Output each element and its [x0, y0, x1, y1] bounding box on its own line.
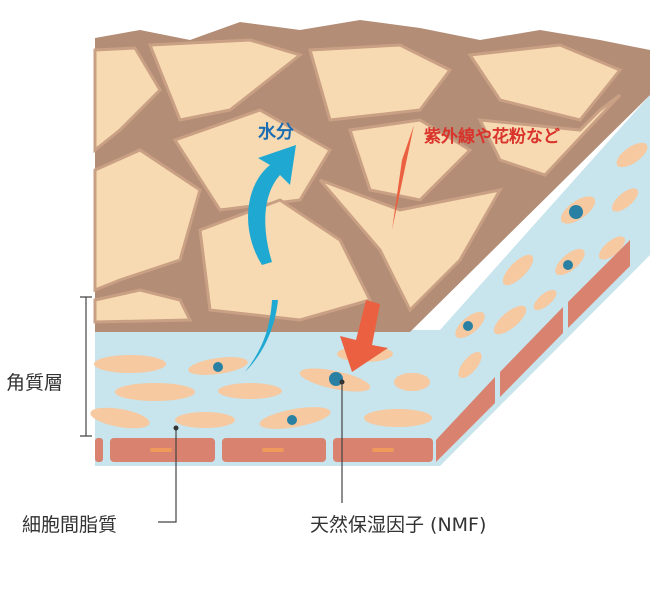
- lipid-leader: [158, 428, 177, 523]
- external-factors-label: 紫外線や花粉など: [424, 127, 560, 147]
- side-bricks: [436, 240, 630, 462]
- stratum-corneum-label: 角質層: [6, 372, 64, 394]
- side-cells: [455, 142, 648, 379]
- external-arrow-line: [392, 125, 414, 230]
- side-face: [440, 95, 650, 466]
- water-arrow-tail: [245, 300, 278, 372]
- nmf-dots: [213, 205, 583, 425]
- intercellular-lipid-label: 細胞間脂質: [22, 514, 118, 536]
- water-arrow: [248, 145, 296, 265]
- external-arrow: [340, 300, 388, 372]
- nmf-label: 天然保湿因子 (NMF): [310, 514, 487, 536]
- water-label: 水分: [258, 122, 294, 143]
- stratum-bracket: [80, 296, 92, 437]
- surface-scales: [93, 38, 623, 324]
- brick-marks: [150, 448, 394, 452]
